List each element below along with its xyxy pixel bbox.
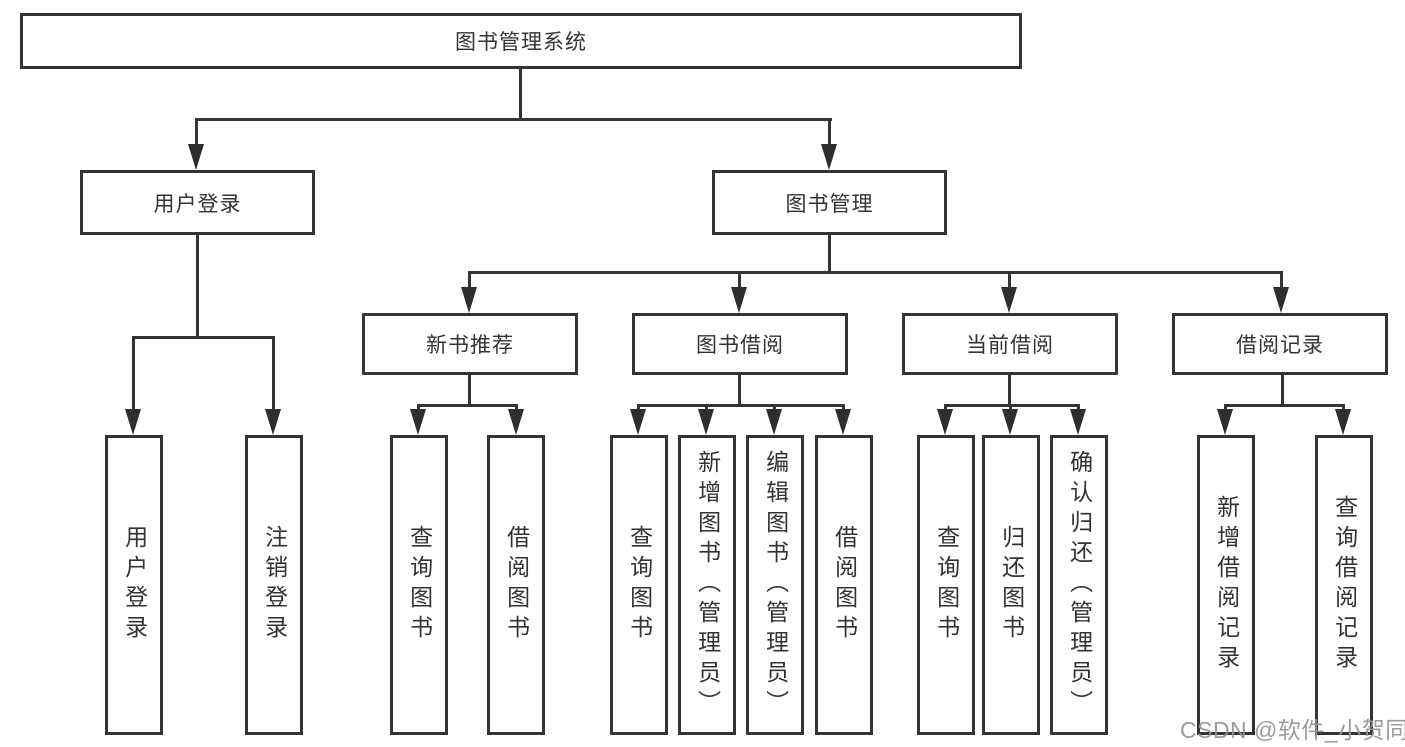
node-current-borrowing: 当前借阅 — [902, 313, 1118, 375]
arrow-down-icon — [125, 409, 141, 435]
node-library-management-system: 图书管理系统 — [20, 13, 1022, 69]
connector-line — [738, 271, 741, 291]
node-label: 编辑图书（管理员） — [762, 450, 789, 720]
connector-line — [417, 404, 518, 407]
connector-line — [417, 404, 420, 412]
arrow-down-icon — [698, 409, 714, 435]
connector-line — [705, 404, 708, 412]
node-label: 借阅图书 — [831, 525, 858, 645]
leaf-user-login: 用户登录 — [105, 435, 163, 735]
leaf-query-books-current: 查询图书 — [917, 435, 975, 735]
connector-line — [132, 336, 135, 411]
node-label: 新增借阅记录 — [1213, 495, 1240, 675]
connector-line — [469, 271, 1283, 274]
leaf-query-books-borrowing: 查询图书 — [610, 435, 668, 735]
node-label: 图书管理系统 — [455, 31, 587, 54]
node-book-borrowing: 图书借阅 — [632, 313, 848, 375]
arrow-down-icon — [508, 409, 524, 435]
connector-line — [842, 404, 845, 412]
leaf-borrow-books-recommend: 借阅图书 — [487, 435, 545, 735]
arrow-down-icon — [731, 287, 747, 313]
node-label: 图书管理 — [785, 192, 874, 216]
connector-line — [195, 118, 198, 148]
connector-line — [132, 336, 275, 339]
leaf-return-books: 归还图书 — [982, 435, 1040, 735]
connector-line — [195, 118, 832, 121]
connector-line — [468, 375, 471, 406]
node-label: 查询图书 — [933, 525, 960, 645]
arrow-down-icon — [1002, 409, 1018, 435]
connector-line — [944, 404, 1080, 407]
leaf-edit-books-admin: 编辑图书（管理员） — [746, 435, 804, 735]
node-new-book-recommendation: 新书推荐 — [362, 313, 578, 375]
arrow-down-icon — [1335, 409, 1351, 435]
csdn-watermark: CSDN @软件_小贺同学 — [1180, 717, 1405, 743]
arrow-down-icon — [766, 409, 782, 435]
node-label: 查询借阅记录 — [1331, 495, 1358, 675]
connector-line — [1008, 271, 1011, 291]
connector-line — [1224, 404, 1227, 412]
connector-line — [1008, 375, 1011, 406]
arrow-down-icon — [410, 409, 426, 435]
node-label: 查询图书 — [406, 525, 433, 645]
arrow-down-icon — [188, 144, 204, 170]
connector-line — [637, 404, 640, 412]
node-label: 确认归还（管理员） — [1066, 450, 1093, 720]
connector-line — [1077, 404, 1080, 412]
arrow-down-icon — [937, 409, 953, 435]
connector-line — [196, 235, 199, 338]
connector-line — [1224, 404, 1345, 407]
arrow-down-icon — [461, 287, 477, 313]
node-borrowing-records: 借阅记录 — [1172, 313, 1388, 375]
leaf-add-books-admin: 新增图书（管理员） — [678, 435, 736, 735]
leaf-logout: 注销登录 — [245, 435, 303, 735]
node-label: 注销登录 — [261, 525, 288, 645]
leaf-confirm-return-admin: 确认归还（管理员） — [1050, 435, 1108, 735]
connector-line — [828, 235, 831, 273]
node-label: 查询图书 — [626, 525, 653, 645]
node-label: 用户登录 — [153, 192, 242, 216]
connector-line — [468, 271, 471, 291]
arrow-down-icon — [1217, 409, 1233, 435]
arrow-down-icon — [265, 409, 281, 435]
node-label: 借阅图书 — [503, 525, 530, 645]
arrow-down-icon — [1070, 409, 1086, 435]
arrow-down-icon — [835, 409, 851, 435]
node-label: 图书借阅 — [696, 334, 784, 357]
node-book-management: 图书管理 — [712, 170, 947, 235]
connector-line — [1009, 404, 1012, 412]
node-label: 借阅记录 — [1236, 334, 1324, 357]
connector-line — [944, 404, 947, 412]
leaf-query-books-recommend: 查询图书 — [390, 435, 448, 735]
node-user-login: 用户登录 — [80, 170, 315, 235]
node-label: 归还图书 — [998, 525, 1025, 645]
arrow-down-icon — [630, 409, 646, 435]
node-label: 用户登录 — [121, 525, 148, 645]
connector-line — [519, 69, 522, 120]
arrow-down-icon — [821, 144, 837, 170]
connector-line — [1281, 375, 1284, 406]
node-label: 当前借阅 — [966, 334, 1054, 357]
connector-line — [637, 404, 845, 407]
leaf-add-borrow-record: 新增借阅记录 — [1197, 435, 1255, 735]
connector-line — [1280, 271, 1283, 291]
node-label: 新书推荐 — [426, 334, 514, 357]
connector-line — [515, 404, 518, 412]
arrow-down-icon — [1001, 287, 1017, 313]
leaf-query-borrow-record: 查询借阅记录 — [1315, 435, 1373, 735]
leaf-borrow-books-borrowing: 借阅图书 — [815, 435, 873, 735]
arrow-down-icon — [1273, 287, 1289, 313]
connector-line — [738, 375, 741, 406]
connector-line — [1342, 404, 1345, 412]
node-label: 新增图书（管理员） — [694, 450, 721, 720]
connector-line — [828, 118, 831, 148]
connector-line — [773, 404, 776, 412]
connector-line — [272, 336, 275, 411]
